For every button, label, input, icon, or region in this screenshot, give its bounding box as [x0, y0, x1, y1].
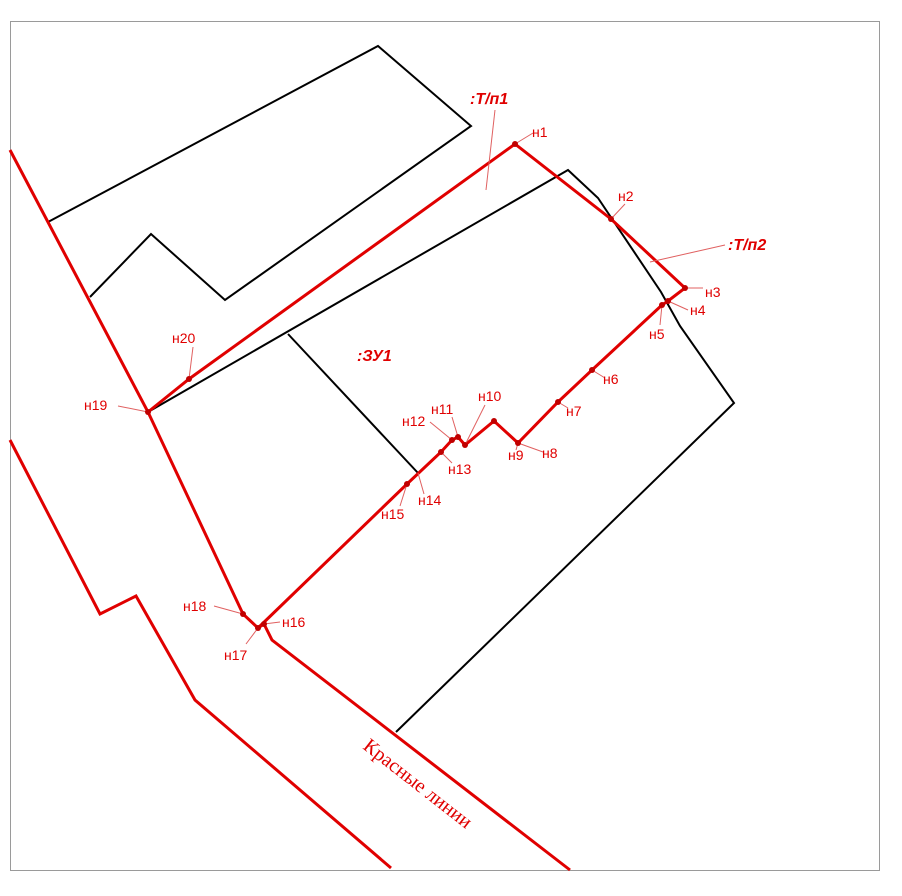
point-label-n20: н20 [172, 330, 196, 346]
point-label-n2: н2 [618, 188, 634, 204]
vertex-n20 [186, 376, 192, 382]
point-label-n7: н7 [566, 403, 582, 419]
point-label-n5: н5 [649, 326, 665, 342]
vertex-n7 [555, 399, 561, 405]
point-label-n17: н17 [224, 647, 248, 663]
vertex-n5 [659, 302, 665, 308]
vertex-n19 [145, 409, 151, 415]
point-label-n14: н14 [418, 492, 442, 508]
vertex-n13 [438, 449, 444, 455]
vertex-n6 [589, 367, 595, 373]
red-line-south [262, 623, 571, 872]
vertex-n11 [462, 442, 468, 448]
vertex-n2 [608, 216, 614, 222]
vertex-n12b [449, 437, 455, 443]
point-label-n6: н6 [603, 371, 619, 387]
existing-parcel-main [147, 168, 736, 733]
point-label-n8: н8 [542, 445, 558, 461]
vertex-n16 [261, 621, 267, 627]
existing-parcel-north [47, 44, 473, 302]
point-label-n13: н13 [448, 461, 472, 477]
zone-label-tp2: :Т/п2 [728, 237, 766, 254]
existing-parcels [47, 44, 736, 733]
vertex-n1 [512, 141, 518, 147]
red-line-west [8, 149, 265, 630]
vertex-n8 [515, 440, 521, 446]
point-label-n10: н10 [478, 388, 502, 404]
point-label-n9: н9 [508, 447, 524, 463]
point-label-n15: н15 [381, 506, 405, 522]
vertex-n12 [455, 434, 461, 440]
vertex-n3 [682, 285, 688, 291]
red-lines [8, 149, 571, 872]
zone-label-tp1: :Т/п1 [470, 91, 508, 108]
vertex-n15 [404, 481, 410, 487]
map-frame [10, 21, 880, 871]
point-label-n1: н1 [532, 124, 548, 140]
existing-parcel-divider [287, 333, 419, 474]
point-label-n12: н12 [402, 413, 426, 429]
red-line-inner [8, 439, 392, 870]
point-label-n4: н4 [690, 302, 706, 318]
vertex-markers [145, 141, 688, 631]
point-label-n11: н11 [431, 401, 453, 417]
vertex-n4 [665, 298, 671, 304]
vertex-n10 [491, 418, 497, 424]
point-label-n19: н19 [84, 397, 108, 413]
vertex-n18 [240, 611, 246, 617]
point-label-n3: н3 [705, 284, 721, 300]
vertex-n17 [255, 625, 261, 631]
zone-label-zu1: :ЗУ1 [357, 348, 392, 365]
point-label-n18: н18 [183, 598, 207, 614]
point-label-n16: н16 [282, 614, 306, 630]
